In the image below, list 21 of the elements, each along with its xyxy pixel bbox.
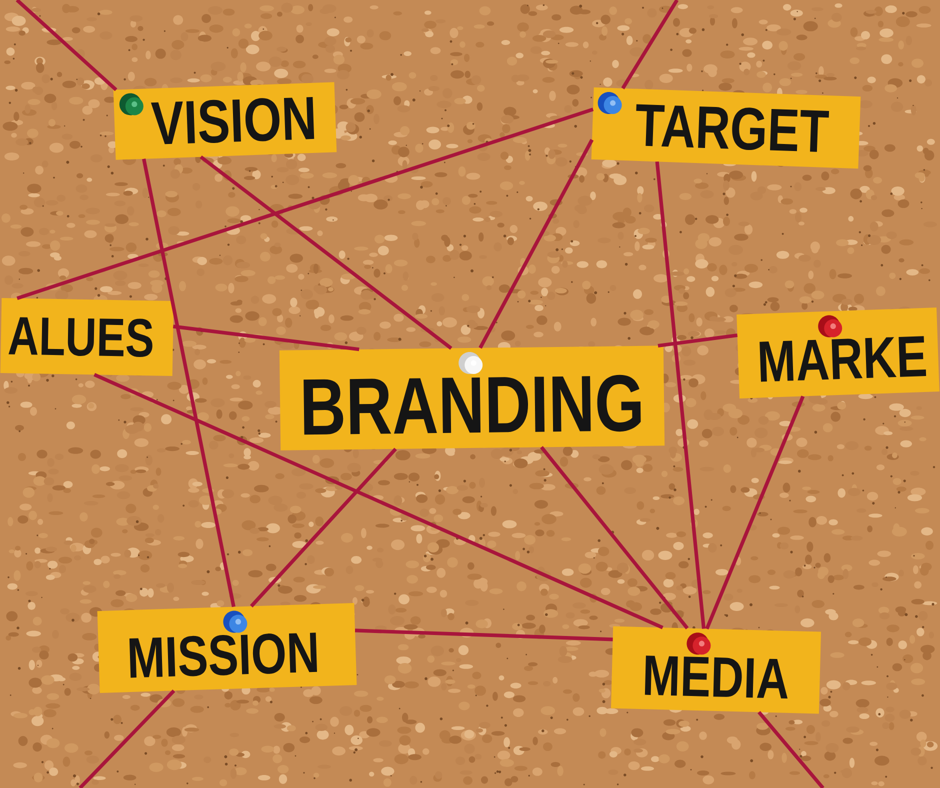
- string-line: [354, 628, 613, 642]
- string-line: [621, 0, 679, 90]
- string-line: [758, 710, 824, 788]
- string-line: [478, 138, 594, 349]
- string-line: [172, 324, 360, 352]
- note-card: BRANDING: [279, 346, 665, 450]
- note-card: TARGET: [591, 87, 861, 169]
- string-line: [94, 373, 664, 630]
- note-card: ALUES: [0, 298, 174, 376]
- string-line: [250, 448, 397, 608]
- string-line: [705, 396, 805, 630]
- note-card: MISSION: [97, 603, 357, 694]
- string-line: [142, 158, 236, 608]
- string-line: [655, 161, 706, 629]
- string-line: [658, 333, 738, 348]
- string-line: [16, 0, 118, 92]
- string-line: [200, 155, 452, 350]
- string-line: [78, 689, 176, 788]
- string-line: [16, 108, 594, 300]
- string-line: [540, 446, 689, 630]
- note-card: VISION: [113, 82, 337, 160]
